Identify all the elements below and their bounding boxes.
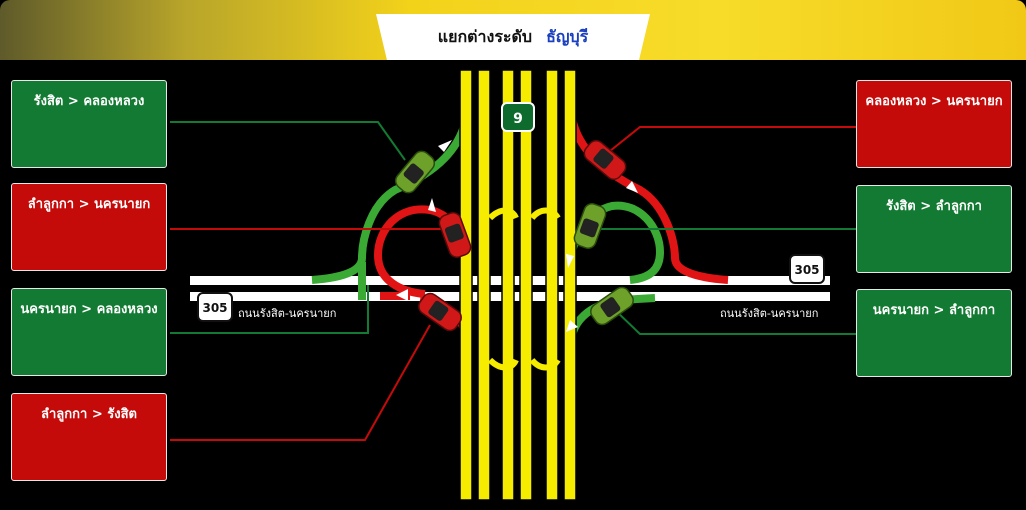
- car-green-top-left: [394, 150, 436, 194]
- arrow-icon: [396, 289, 408, 301]
- title-box: แยกต่างระดับ ธัญบุรี: [376, 14, 650, 60]
- ramp-rangsit-khlongluang: [311, 99, 472, 284]
- route-label: นครนายก > คลองหลวง: [20, 302, 158, 317]
- route-305-shield-right: 305: [789, 254, 825, 284]
- connector-right-3: [614, 309, 856, 335]
- car-red-bottom-left: [418, 292, 462, 332]
- route-label: รังสิต > ลำลูกกา: [886, 199, 982, 214]
- hw9-lane-5: [545, 69, 559, 501]
- hw9-lane-4: [519, 69, 533, 501]
- route-label: ลำลูกกา > นครนายก: [27, 197, 151, 212]
- hw9-crossover-top-left: [487, 207, 519, 221]
- arrow-icon: [566, 320, 578, 332]
- hw9-lane-3: [501, 69, 515, 501]
- car-red-center-left: [438, 212, 472, 258]
- route-label: ลำลูกกา > รังสิต: [41, 407, 137, 422]
- hw9-lane-2: [477, 69, 491, 501]
- car-green-bottom-right: [590, 286, 634, 326]
- route-305-shield-left: 305: [197, 292, 233, 322]
- route-label: รังสิต > คลองหลวง: [33, 94, 145, 109]
- highway-9: [459, 69, 577, 501]
- cars: [394, 139, 634, 332]
- route-305-number-right: 305: [794, 263, 819, 277]
- connector-left-3: [170, 285, 369, 334]
- route-box-left-4: ลำลูกกา > รังสิต: [11, 393, 167, 481]
- route-box-left-2: ลำลูกกา > นครนายก: [11, 183, 167, 271]
- connector-lines: [170, 121, 856, 441]
- hw9-crossover-bottom-right: [529, 357, 561, 371]
- highway-9-shield: 9: [501, 102, 535, 132]
- route-305-number-left: 305: [202, 301, 227, 315]
- route-box-left-3: นครนายก > คลองหลวง: [11, 288, 167, 376]
- connector-left-4: [170, 324, 431, 441]
- arrow-icon: [566, 254, 574, 268]
- route-label: นครนายก > ลำลูกกา: [872, 303, 996, 318]
- page-title: แยกต่างระดับ: [437, 26, 533, 46]
- hw9-crossover-top-right: [529, 207, 561, 221]
- route-box-right-3: นครนายก > ลำลูกกา: [856, 289, 1012, 377]
- road-name-right: ถนนรังสิต-นครนายก: [720, 307, 818, 320]
- highway-9-number: 9: [513, 111, 523, 127]
- connector-left-1: [170, 121, 406, 161]
- route-box-right-1: คลองหลวง > นครนายก: [856, 80, 1012, 168]
- car-green-center-right: [573, 203, 607, 249]
- hw9-crossovers: [487, 207, 561, 371]
- hw9-lane-6: [563, 69, 577, 501]
- hw9-crossover-bottom-left: [487, 357, 519, 371]
- arrow-icon: [626, 181, 638, 193]
- hw9-lane-1: [459, 69, 473, 501]
- arrow-icon: [438, 140, 452, 152]
- direction-arrows: [396, 140, 638, 332]
- arrow-icon: [428, 198, 436, 212]
- car-red-top-right: [583, 139, 627, 181]
- place-name: ธัญบุรี: [546, 26, 589, 46]
- connector-right-1: [604, 126, 856, 156]
- route-box-right-2: รังสิต > ลำลูกกา: [856, 185, 1012, 273]
- road-name-left: ถนนรังสิต-นครนายก: [238, 307, 336, 320]
- route-box-left-1: รังสิต > คลองหลวง: [11, 80, 167, 168]
- route-label: คลองหลวง > นครนายก: [865, 94, 1003, 109]
